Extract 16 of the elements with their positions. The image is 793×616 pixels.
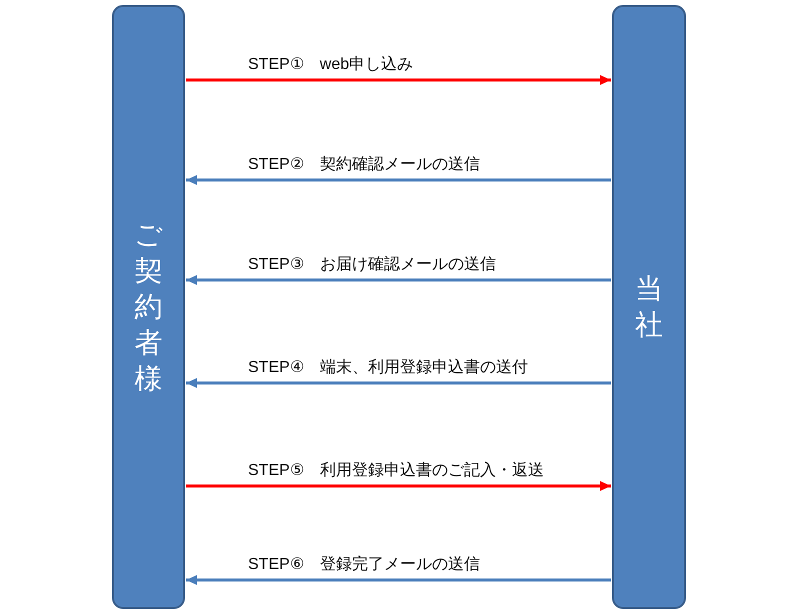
edge-label: STEP④ 端末、利用登録申込書の送付 (248, 359, 528, 377)
arrow (186, 378, 611, 388)
edge-label: STEP③ お届け確認メールの送信 (248, 256, 496, 274)
arrow (186, 175, 611, 185)
arrow (186, 575, 611, 585)
arrow (186, 275, 611, 285)
participant-bar (112, 5, 185, 609)
arrow (186, 75, 611, 85)
edge-label: STEP② 契約確認メールの送信 (248, 156, 480, 174)
participant-label: ご契約者様 (133, 217, 164, 397)
participant-bar (612, 5, 686, 609)
participant-label: 当社 (634, 271, 664, 343)
edge-label: STEP⑥ 登録完了メールの送信 (248, 556, 480, 574)
arrow (186, 481, 611, 491)
edge-label: STEP① web申し込み (248, 56, 414, 74)
edge-label: STEP⑤ 利用登録申込書のご記入・返送 (248, 462, 544, 480)
